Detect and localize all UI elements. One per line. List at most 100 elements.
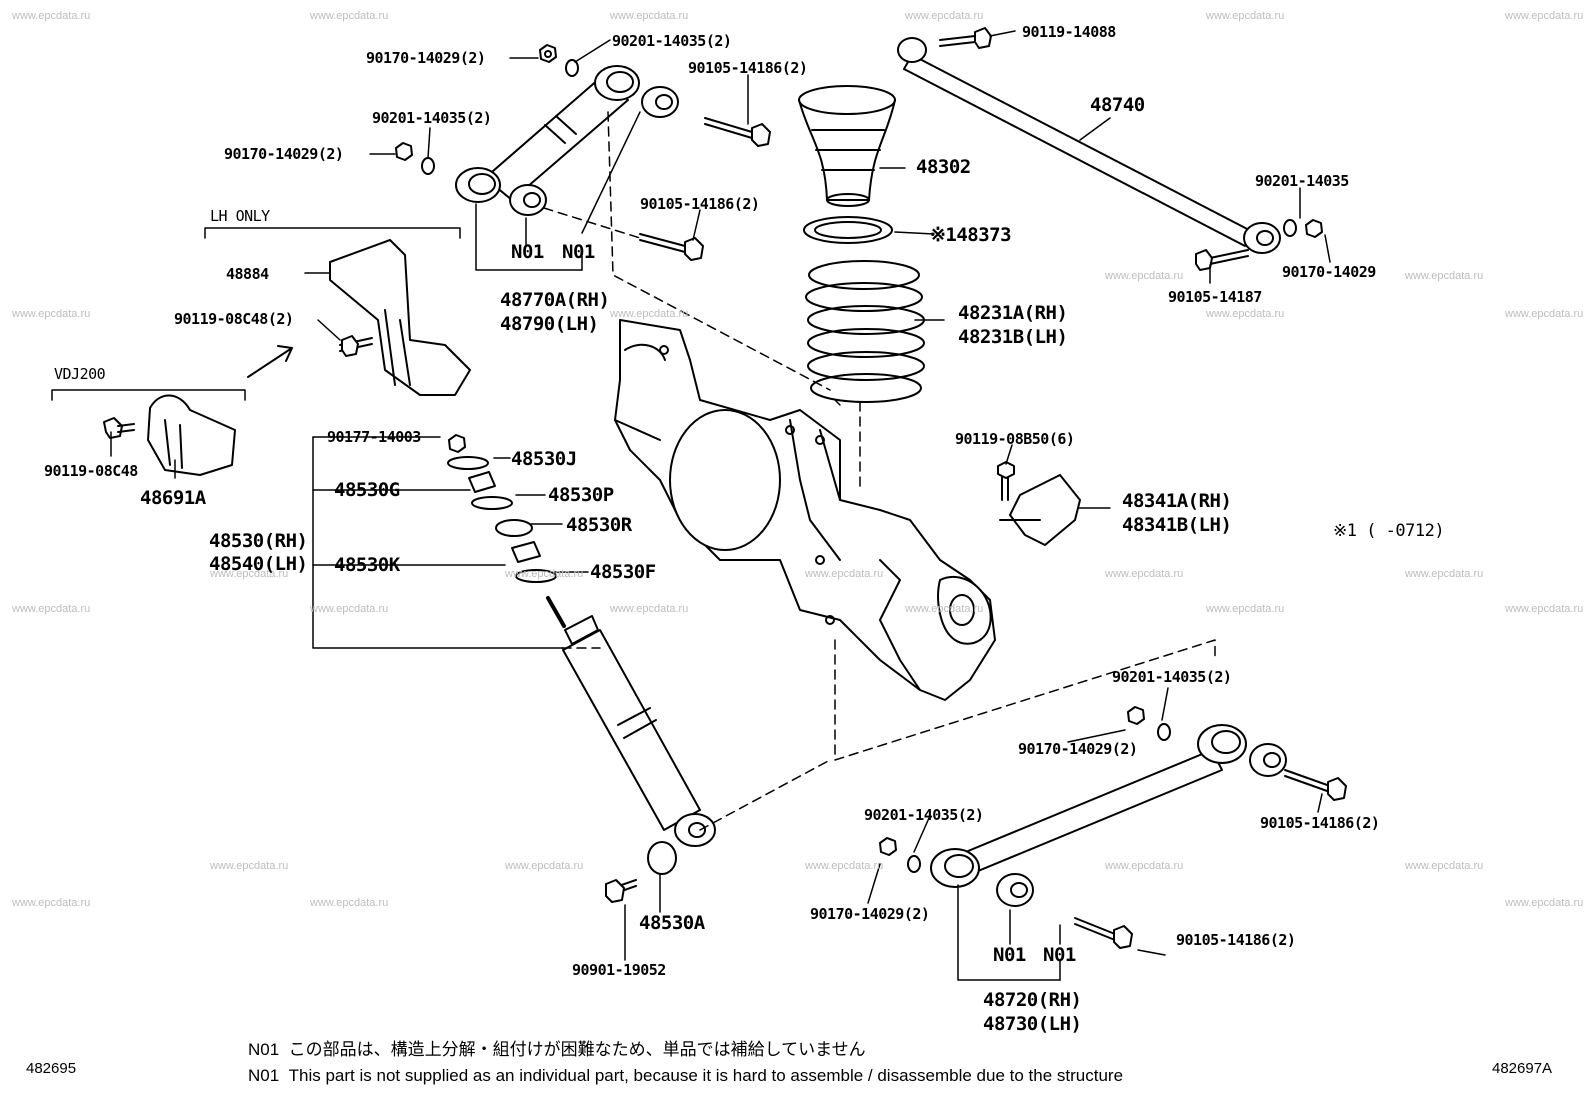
part-label-48720[interactable]: 48720(RH) — [983, 989, 1082, 1011]
footnote-jp-text: この部品は、構造上分解・組付けが困難なため、単品では補給していません — [288, 1040, 866, 1059]
watermark: www.epcdata.ru — [610, 308, 689, 320]
lh-only-label: LH ONLY — [210, 207, 270, 225]
part-label-90105-14186[interactable]: 90105-14186(2) — [1260, 814, 1380, 832]
part-label-90119-14088[interactable]: 90119-14088 — [1022, 23, 1116, 41]
footnote-en-text: This part is not supplied as an individu… — [288, 1066, 1124, 1085]
diagram-code-left: 482695 — [26, 1060, 77, 1077]
part-label-48730[interactable]: 48730(LH) — [983, 1013, 1082, 1035]
watermark: www.epcdata.ru — [210, 568, 289, 580]
part-label-90201-14035[interactable]: 90201-14035(2) — [372, 109, 492, 127]
part-label-90201-14035[interactable]: 90201-14035 — [1255, 172, 1349, 190]
part-label-90105-14187[interactable]: 90105-14187 — [1168, 288, 1262, 306]
footnote-en: N01 This part is not supplied as an indi… — [248, 1066, 1123, 1086]
watermark: www.epcdata.ru — [12, 308, 91, 320]
part-label-48884[interactable]: 48884 — [226, 265, 269, 283]
part-label-48790[interactable]: 48790(LH) — [500, 313, 599, 335]
nut-washer-icons — [395, 44, 1323, 873]
watermark: www.epcdata.ru — [1505, 10, 1584, 22]
watermark: www.epcdata.ru — [1505, 897, 1584, 909]
watermark: www.epcdata.ru — [505, 860, 584, 872]
part-label-48530k[interactable]: 48530K — [334, 554, 400, 576]
part-label-48530j[interactable]: 48530J — [511, 448, 577, 470]
watermark: www.epcdata.ru — [210, 860, 289, 872]
watermark: www.epcdata.ru — [1105, 860, 1184, 872]
part-label-48530r[interactable]: 48530R — [566, 514, 632, 536]
part-label-48740[interactable]: 48740 — [1090, 94, 1145, 116]
watermark: www.epcdata.ru — [1405, 270, 1484, 282]
bump-stopper — [798, 85, 896, 244]
footnote-jp: N01 この部品は、構造上分解・組付けが困難なため、単品では補給していません — [248, 1035, 866, 1060]
note-1: ※1 ( -0712) — [1333, 521, 1445, 541]
watermark: www.epcdata.ru — [12, 603, 91, 615]
part-label-48341a[interactable]: 48341A(RH) — [1122, 490, 1232, 512]
watermark: www.epcdata.ru — [805, 568, 884, 580]
leader-lines — [51, 30, 1331, 981]
part-label-90119-08b50[interactable]: 90119-08B50(6) — [955, 430, 1075, 448]
part-label-90119-08c48[interactable]: 90119-08C48 — [44, 462, 138, 480]
lower-control-arm — [930, 724, 1287, 907]
watermark: www.epcdata.ru — [905, 603, 984, 615]
watermark: www.epcdata.ru — [1206, 603, 1285, 615]
shock-absorber — [546, 596, 716, 875]
part-label-90105-14186[interactable]: 90105-14186(2) — [1176, 931, 1296, 949]
part-label-90170-14029[interactable]: 90170-14029(2) — [810, 905, 930, 923]
part-label-90105-14186[interactable]: 90105-14186(2) — [688, 59, 808, 77]
part-label-48341b[interactable]: 48341B(LH) — [1122, 514, 1232, 536]
watermark: www.epcdata.ru — [610, 603, 689, 615]
watermark: www.epcdata.ru — [1206, 10, 1285, 22]
shields — [147, 239, 1081, 546]
n01-marker: N01 — [562, 241, 595, 263]
watermark: www.epcdata.ru — [905, 10, 984, 22]
watermark: www.epcdata.ru — [805, 860, 884, 872]
dashed-guides — [543, 111, 1216, 831]
part-label-48530g[interactable]: 48530G — [334, 479, 400, 501]
upper-arm-bushings — [509, 86, 679, 216]
part-label-90201-14035[interactable]: 90201-14035(2) — [864, 806, 984, 824]
part-label-48530p[interactable]: 48530P — [548, 484, 614, 506]
axle-housing — [614, 319, 996, 701]
part-label-90177-14003[interactable]: 90177-14003 — [327, 428, 421, 446]
part-label-90170-14029[interactable]: 90170-14029(2) — [366, 49, 486, 67]
part-label-48530-rh[interactable]: 48530(RH) — [209, 530, 308, 552]
watermark: www.epcdata.ru — [505, 568, 584, 580]
n01-marker: N01 — [511, 241, 544, 263]
part-label-90170-14029[interactable]: 90170-14029(2) — [1018, 740, 1138, 758]
part-label-90119-08c48[interactable]: 90119-08C48(2) — [174, 310, 294, 328]
part-label-48530f[interactable]: 48530F — [590, 561, 656, 583]
n01-marker: N01 — [993, 944, 1026, 966]
part-label-48691a[interactable]: 48691A — [140, 487, 206, 509]
part-label-48530a[interactable]: 48530A — [639, 912, 705, 934]
part-label-48231b[interactable]: 48231B(LH) — [958, 326, 1068, 348]
watermark: www.epcdata.ru — [310, 10, 389, 22]
footnote-jp-code: N01 — [248, 1040, 280, 1059]
part-label-90201-14035[interactable]: 90201-14035(2) — [612, 32, 732, 50]
watermark: www.epcdata.ru — [12, 10, 91, 22]
footnote-en-code: N01 — [248, 1066, 280, 1085]
watermark: www.epcdata.ru — [1206, 308, 1285, 320]
part-label-48373[interactable]: ※148373 — [930, 224, 1012, 246]
part-label-48231a[interactable]: 48231A(RH) — [958, 302, 1068, 324]
lateral-rod — [897, 37, 1281, 254]
watermark: www.epcdata.ru — [310, 897, 389, 909]
part-label-48302[interactable]: 48302 — [916, 156, 971, 178]
part-label-48540-lh[interactable]: 48540(LH) — [209, 553, 308, 575]
part-label-90201-14035[interactable]: 90201-14035(2) — [1112, 668, 1232, 686]
part-label-90170-14029[interactable]: 90170-14029(2) — [224, 145, 344, 163]
part-label-90901-19052[interactable]: 90901-19052 — [572, 961, 666, 979]
coil-spring — [805, 260, 925, 403]
vdj200-label: VDJ200 — [54, 365, 106, 383]
part-label-90170-14029[interactable]: 90170-14029 — [1282, 263, 1376, 281]
part-label-48770a[interactable]: 48770A(RH) — [500, 289, 610, 311]
watermark: www.epcdata.ru — [310, 603, 389, 615]
watermark: www.epcdata.ru — [1405, 860, 1484, 872]
bolt-icons — [103, 27, 1347, 949]
watermark: www.epcdata.ru — [1105, 568, 1184, 580]
part-label-90105-14186[interactable]: 90105-14186(2) — [640, 195, 760, 213]
shock-mount-washers — [447, 456, 557, 583]
diagram-code-right: 482697A — [1492, 1060, 1553, 1077]
watermark: www.epcdata.ru — [1505, 308, 1584, 320]
upper-control-arm — [455, 65, 640, 203]
watermark: www.epcdata.ru — [610, 10, 689, 22]
